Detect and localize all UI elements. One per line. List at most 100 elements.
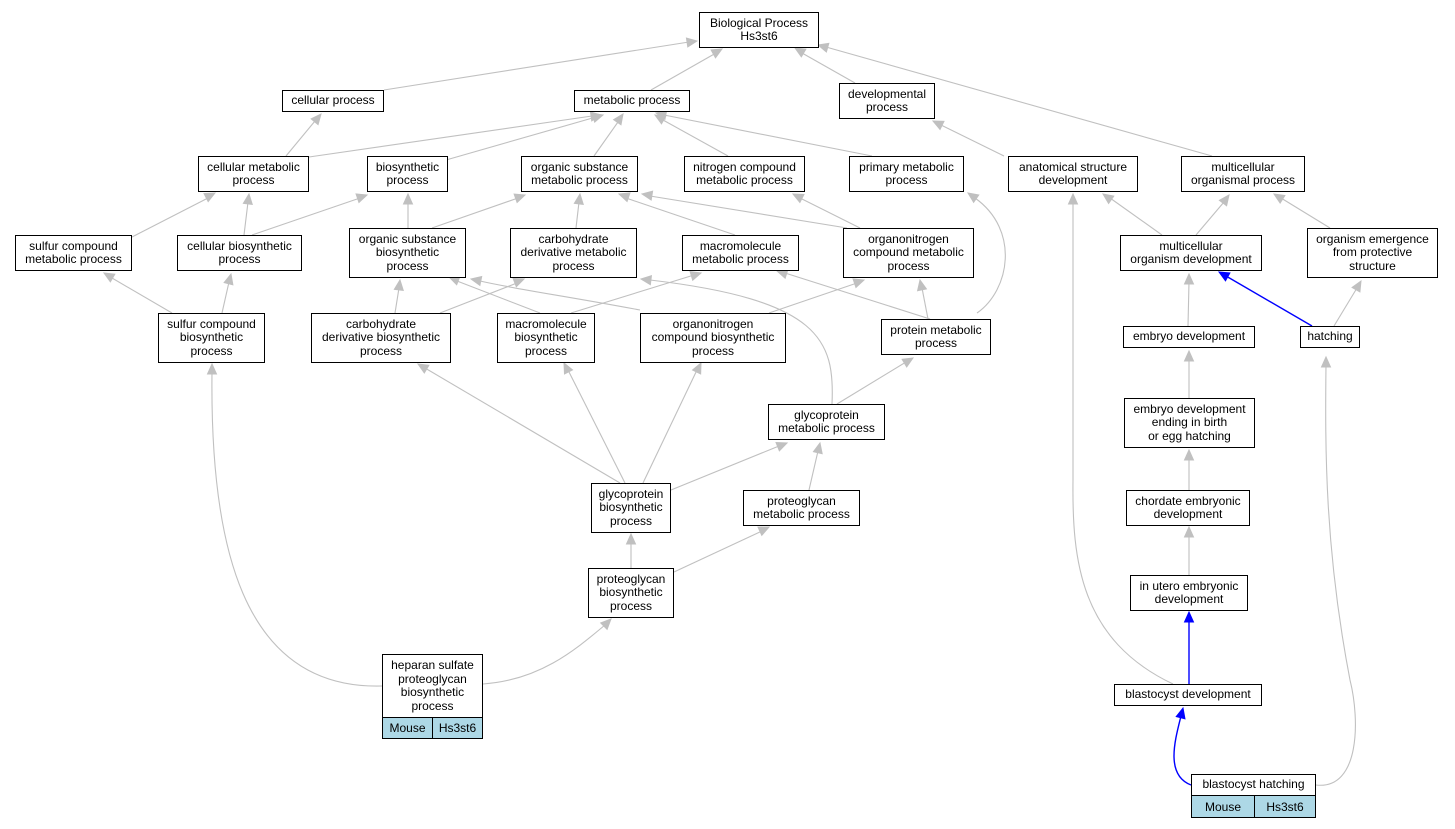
- edge-arrowhead: [691, 361, 702, 375]
- node-cellular-process[interactable]: cellular process: [282, 90, 384, 112]
- node-proteoglycan-metabolic-process[interactable]: proteoglycan metabolic process: [743, 490, 860, 526]
- edge-arrowhead: [1183, 272, 1195, 285]
- edge-arrowhead: [612, 112, 624, 126]
- edge-line: [445, 116, 597, 161]
- edge-arrowhead: [203, 192, 217, 203]
- edge-line: [1173, 715, 1192, 786]
- edge-line: [131, 197, 209, 238]
- node-carbohydrate-derivative-metabolic-process[interactable]: carbohydrate derivative metabolic proces…: [510, 228, 637, 278]
- node-cellular-biosynthetic-process[interactable]: cellular biosynthetic process: [177, 235, 302, 271]
- node-macromolecule-biosynthetic-process[interactable]: macromolecule biosynthetic process: [497, 313, 595, 363]
- edge-line: [799, 197, 861, 229]
- node-metabolic-process[interactable]: metabolic process: [574, 90, 690, 112]
- edge-line: [649, 279, 833, 405]
- node-glycoprotein-biosynthetic-process[interactable]: glycoprotein biosynthetic process: [591, 483, 671, 533]
- edge-arrowhead: [242, 192, 253, 206]
- node-hatching[interactable]: hatching: [1300, 326, 1360, 348]
- edge-line: [663, 114, 873, 157]
- node-nitrogen-compound-metabolic-process[interactable]: nitrogen compound metabolic process: [684, 156, 805, 192]
- edge-line: [974, 197, 1006, 314]
- edge-line: [570, 274, 695, 314]
- edge-line: [1187, 281, 1190, 327]
- edge-line: [243, 201, 249, 236]
- edge-line: [1195, 201, 1225, 236]
- edge-line: [662, 119, 729, 157]
- edge-arrowhead: [916, 278, 928, 292]
- node-organic-substance-biosynthetic-process[interactable]: organic substance biosynthetic process: [349, 228, 466, 278]
- edge-arrowhead: [966, 192, 980, 204]
- edge-arrowhead: [513, 193, 527, 204]
- node-glycoprotein-metabolic-process[interactable]: glycoprotein metabolic process: [768, 404, 885, 440]
- edge-line: [482, 624, 606, 685]
- edge-arrowhead: [685, 37, 699, 48]
- edge-line: [808, 450, 819, 491]
- node-anatomical-structure-development[interactable]: anatomical structure development: [1008, 156, 1138, 192]
- edge-arrowhead: [689, 270, 703, 282]
- edge-line: [424, 367, 621, 484]
- edge-arrowhead: [563, 361, 574, 375]
- edge-arrowhead: [791, 193, 805, 204]
- node-carbohydrate-derivative-biosynthetic-process[interactable]: carbohydrate derivative biosynthetic pro…: [311, 313, 451, 363]
- edge-line: [670, 445, 780, 491]
- edge-arrowhead: [617, 192, 631, 203]
- node-protein-metabolic-process[interactable]: protein metabolic process: [881, 319, 991, 355]
- node-blastocyst-hatching[interactable]: blastocyst hatching: [1191, 774, 1316, 796]
- edge-arrowhead: [1183, 349, 1195, 362]
- edge-line: [285, 120, 316, 157]
- edge-line: [431, 197, 519, 229]
- node-organic-substance-metabolic-process[interactable]: organic substance metabolic process: [521, 156, 638, 192]
- edge-arrowhead: [1272, 193, 1286, 205]
- edge-arrowhead: [223, 272, 234, 286]
- node-biological-process[interactable]: Biological Process Hs3st6: [699, 12, 819, 48]
- edge-arrowhead: [816, 42, 830, 53]
- edge-arrowhead: [416, 363, 430, 374]
- edge-arrowhead: [1102, 193, 1115, 205]
- node-proteoglycan-biosynthetic-process[interactable]: proteoglycan biosynthetic process: [588, 568, 674, 618]
- edge-arrowhead: [852, 278, 866, 289]
- edge-arrowhead: [775, 269, 789, 280]
- edge-arrowhead: [1183, 525, 1195, 538]
- edge-line: [567, 369, 626, 484]
- node-embryo-development-ending[interactable]: embryo development ending in birth or eg…: [1124, 398, 1255, 448]
- node-embryo-development[interactable]: embryo development: [1123, 326, 1255, 348]
- node-organonitrogen-compound-biosynthetic-process[interactable]: organonitrogen compound biosynthetic pro…: [640, 313, 786, 363]
- edge-arrowhead: [640, 190, 654, 201]
- edge-arrowhead: [901, 357, 915, 368]
- edge-line: [642, 369, 698, 484]
- node-primary-metabolic-process[interactable]: primary metabolic process: [849, 156, 964, 192]
- edge-arrowhead: [793, 47, 807, 58]
- edge-arrowhead: [102, 272, 116, 283]
- node-in-utero-embryonic-development[interactable]: in utero embryonic development: [1130, 575, 1248, 611]
- edge-arrowhead: [1183, 610, 1195, 623]
- edge-arrowhead: [1351, 279, 1362, 293]
- node-sulfur-compound-biosynthetic-process[interactable]: sulfur compound biosynthetic process: [158, 313, 265, 363]
- edge-line: [394, 287, 400, 314]
- node-developmental-process[interactable]: developmental process: [839, 83, 935, 119]
- node-organism-emergence[interactable]: organism emergence from protective struc…: [1307, 228, 1438, 278]
- edge-arrowhead: [1218, 194, 1230, 207]
- node-blastocyst-development[interactable]: blastocyst development: [1114, 684, 1262, 706]
- gene-tag: Hs3st6: [432, 717, 483, 739]
- edge-line: [673, 530, 763, 573]
- node-cellular-metabolic-process[interactable]: cellular metabolic process: [198, 156, 309, 192]
- node-macromolecule-metabolic-process[interactable]: macromolecule metabolic process: [682, 235, 799, 271]
- node-multicellular-organism-development[interactable]: multicellular organism development: [1120, 235, 1262, 271]
- node-chordate-embryonic-development[interactable]: chordate embryonic development: [1126, 490, 1250, 526]
- edge-line: [1280, 197, 1331, 229]
- edge-arrowhead: [625, 532, 637, 545]
- edge-arrowhead: [931, 120, 945, 131]
- node-organonitrogen-compound-metabolic-process[interactable]: organonitrogen compound metabolic proces…: [843, 228, 974, 278]
- edge-line: [768, 282, 858, 314]
- node-biosynthetic-process[interactable]: biosynthetic process: [367, 156, 448, 192]
- node-sulfur-compound-metabolic-process[interactable]: sulfur compound metabolic process: [15, 235, 132, 271]
- edge-line: [1072, 202, 1174, 685]
- node-multicellular-organismal-process[interactable]: multicellular organismal process: [1181, 156, 1305, 192]
- edge-line: [383, 41, 690, 91]
- edge-arrowhead: [639, 275, 653, 286]
- species-tag: Mouse: [382, 717, 433, 739]
- node-heparan-sulfate-proteoglycan-biosynthetic-process[interactable]: heparan sulfate proteoglycan biosyntheti…: [382, 654, 483, 718]
- edge-arrowhead: [402, 192, 414, 205]
- edge-line: [836, 361, 907, 405]
- edge-line: [921, 287, 929, 320]
